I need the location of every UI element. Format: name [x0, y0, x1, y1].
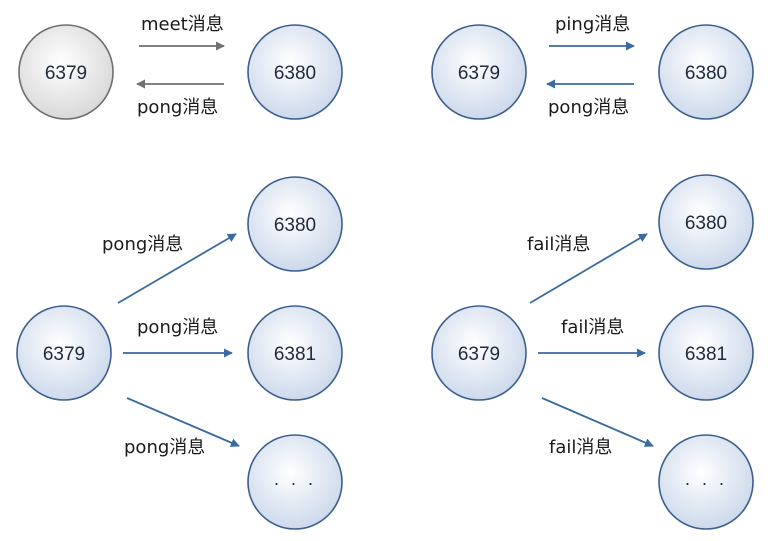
fail-arrow-label: fail消息 [561, 317, 624, 338]
node-6379-source: 6379 [431, 305, 527, 401]
node-label: 6381 [685, 344, 727, 365]
node-6379-source: 6379 [16, 305, 112, 401]
node-label: · · · [685, 473, 728, 493]
node-label: 6379 [45, 63, 87, 84]
node-6380: 6380 [658, 24, 754, 120]
node-label: · · · [274, 473, 317, 493]
pong-return-arrow-label: pong消息 [137, 97, 218, 118]
pong-arrow-to-6380 [117, 233, 237, 304]
pong-arrow-label: pong消息 [124, 437, 205, 458]
panel-meet: 6379 6380 meet消息 pong消息 [18, 14, 343, 120]
node-6380: 6380 [247, 24, 343, 120]
node-label: 6379 [458, 63, 500, 84]
pong-arrow-label: pong消息 [102, 234, 183, 255]
node-6379: 6379 [431, 24, 527, 120]
panel-fail-broadcast: 6379 6380 6381 · · · fail消息 fail消息 fail消… [431, 174, 754, 530]
node-label: 6380 [274, 215, 316, 236]
node-label: 6379 [458, 344, 500, 365]
node-6380-target: 6380 [658, 174, 754, 270]
node-ellipsis-target: · · · [247, 434, 343, 530]
panel-pong-broadcast: 6379 6380 6381 · · · pong消息 pong消息 pong消… [16, 176, 343, 530]
ping-arrow-label: ping消息 [555, 14, 630, 35]
node-ellipsis-target: · · · [658, 434, 754, 530]
fail-arrow-label: fail消息 [527, 234, 590, 255]
pong-return-arrow-label: pong消息 [548, 97, 629, 118]
fail-arrow-to-ellipsis [541, 397, 654, 447]
pong-arrow-label: pong消息 [137, 317, 218, 338]
panel-ping: 6379 6380 ping消息 pong消息 [431, 14, 754, 120]
node-label: 6380 [274, 63, 316, 84]
meet-arrow-label: meet消息 [141, 14, 224, 35]
node-label: 6380 [685, 63, 727, 84]
pong-arrow-to-ellipsis [126, 397, 240, 447]
node-6379-gray: 6379 [18, 24, 114, 120]
fail-arrow-to-6380 [529, 233, 648, 304]
node-6380-target: 6380 [247, 176, 343, 272]
node-6381-target: 6381 [658, 305, 754, 401]
fail-arrow-label: fail消息 [549, 437, 612, 458]
node-6381-target: 6381 [247, 305, 343, 401]
node-label: 6381 [274, 344, 316, 365]
node-label: 6380 [685, 213, 727, 234]
node-label: 6379 [43, 344, 85, 365]
